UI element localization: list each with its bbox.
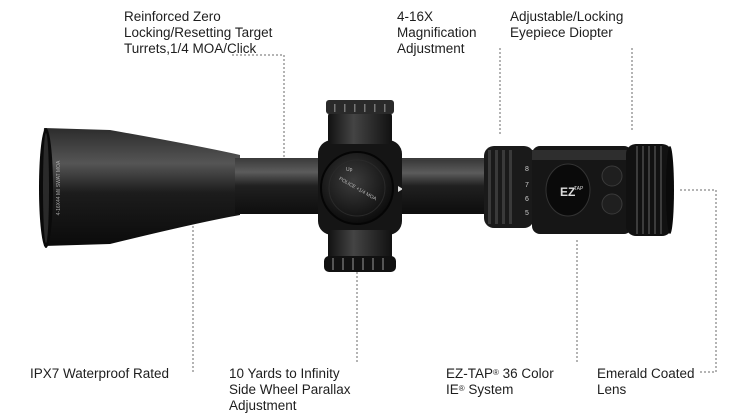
eztap-button — [545, 163, 591, 217]
leader-lines — [192, 48, 717, 373]
callout-lens: Emerald Coated Lens — [597, 366, 695, 397]
up-label: Up — [346, 167, 353, 173]
eyepiece-body: EZ TAP — [532, 146, 632, 234]
eztap-line1-rest: 36 Color — [498, 366, 554, 381]
magnification-ring: 8 7 6 5 — [484, 146, 534, 228]
callout-turrets: Reinforced Zero Locking/Resetting Target… — [124, 9, 273, 56]
objective-marking: 4-16X44 Mil SWAT MOA — [56, 160, 62, 215]
ez-logo: EZ — [560, 185, 575, 199]
mag-number-5: 5 — [525, 210, 529, 217]
eztap-line2: IE — [446, 382, 459, 397]
registered-mark-2: ® — [458, 384, 465, 393]
eyepiece-diopter — [626, 144, 674, 236]
eztap-line2-rest: System — [464, 382, 514, 397]
turret-saddle: POLICE +1/4 MOA Up — [318, 100, 403, 272]
tap-logo: TAP — [574, 186, 584, 192]
mag-number-6: 6 — [525, 196, 529, 203]
callout-eztap: EZ-TAP® 36 Color IE® System — [446, 366, 554, 398]
eztap-line1: EZ-TAP — [446, 366, 493, 381]
callout-waterproof: IPX7 Waterproof Rated — [30, 366, 170, 381]
callout-parallax: 10 Yards to Infinity Side Wheel Parallax… — [229, 366, 351, 413]
objective-bell: 4-16X44 Mil SWAT MOA — [39, 128, 240, 248]
mag-number-8: 8 — [525, 166, 529, 173]
registered-mark: ® — [493, 368, 499, 377]
callout-eyepiece-diopter: Adjustable/Locking Eyepiece Diopter — [510, 9, 624, 40]
parallax-dial — [320, 151, 394, 225]
mag-number-7: 7 — [525, 182, 529, 189]
callout-magnification: 4-16X Magnification Adjustment — [397, 9, 477, 56]
